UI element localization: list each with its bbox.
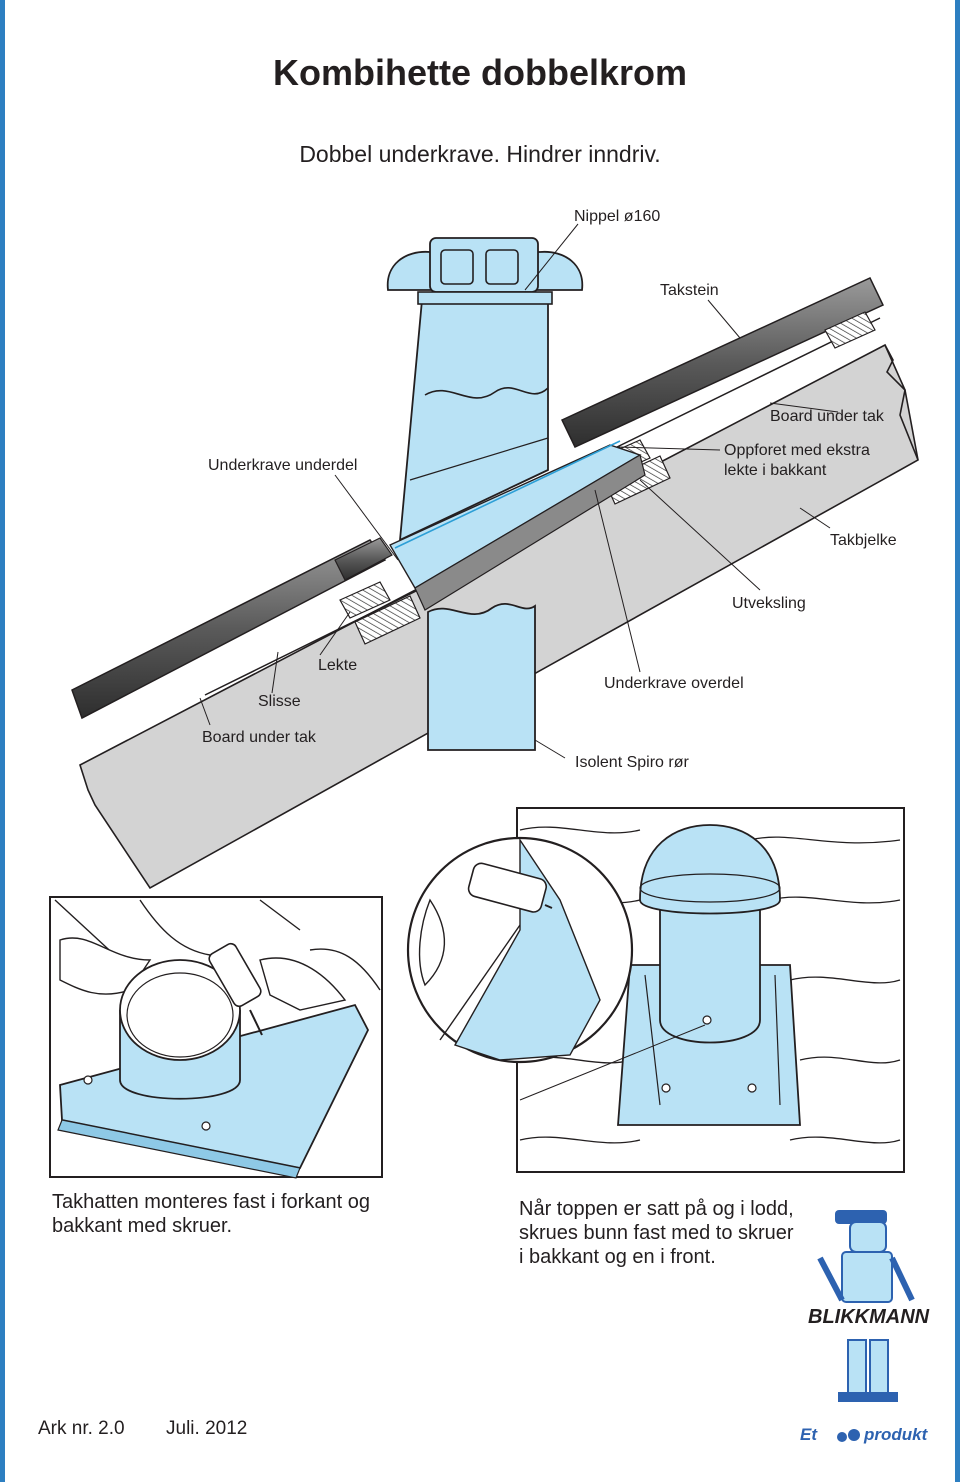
label-utveksling: Utveksling [732,595,806,612]
page-border-right [955,0,960,1482]
label-board-bottom: Board under tak [202,729,316,746]
label-underkrave-underdel: Underkrave underdel [208,457,358,474]
logo-tag-left: Et [800,1425,817,1444]
label-takstein: Takstein [660,282,719,299]
label-isolent-spiro: Isolent Spiro rør [575,754,689,771]
caption-left: Takhatten monteres fast i forkant og bak… [52,1190,370,1238]
logo-brand: BLIKKMANN [808,1306,930,1328]
label-slisse: Slisse [258,693,301,710]
logo-tag-right: produkt [864,1425,928,1444]
caption-left-line-1: Takhatten monteres fast i forkant og [52,1191,370,1213]
leader-lines [199,223,839,759]
caption-right: Når toppen er satt på og i lodd, skrues … [519,1197,794,1269]
caption-right-line-3: i bakkant og en i front. [519,1246,716,1268]
takstein-upper [560,277,885,448]
label-takbjelke: Takbjelke [830,532,897,549]
takstein-lower [71,537,393,720]
label-nippel: Nippel ø160 [574,208,661,225]
page-title: Kombihette dobbelkrom [272,52,688,93]
underkrave-flashing [389,440,646,611]
install-illustration-left [49,896,383,1179]
zoom-detail-circle [406,836,634,1064]
label-lekte: Lekte [318,657,358,674]
vent-cap [386,237,584,305]
label-oppforet-2: lekte i bakkant [724,462,827,479]
label-oppforet-1: Oppforet med ekstra [724,442,870,459]
caption-left-line-2: bakkant med skruer. [52,1215,233,1237]
page-border-left [0,0,5,1482]
sheet-number: Ark nr. 2.0 [38,1418,125,1439]
label-underkrave-overdel: Underkrave overdel [604,675,744,692]
page-subtitle: Dobbel underkrave. Hindrer inndriv. [299,141,661,167]
caption-right-line-1: Når toppen er satt på og i lodd, [519,1198,794,1220]
label-board-top: Board under tak [770,408,884,425]
caption-right-line-2: skrues bunn fast med to skruer [519,1222,794,1244]
blikkmann-mascot [817,1210,915,1442]
sheet-date: Juli. 2012 [166,1418,248,1439]
isolent-spiro-pipe [427,602,536,751]
